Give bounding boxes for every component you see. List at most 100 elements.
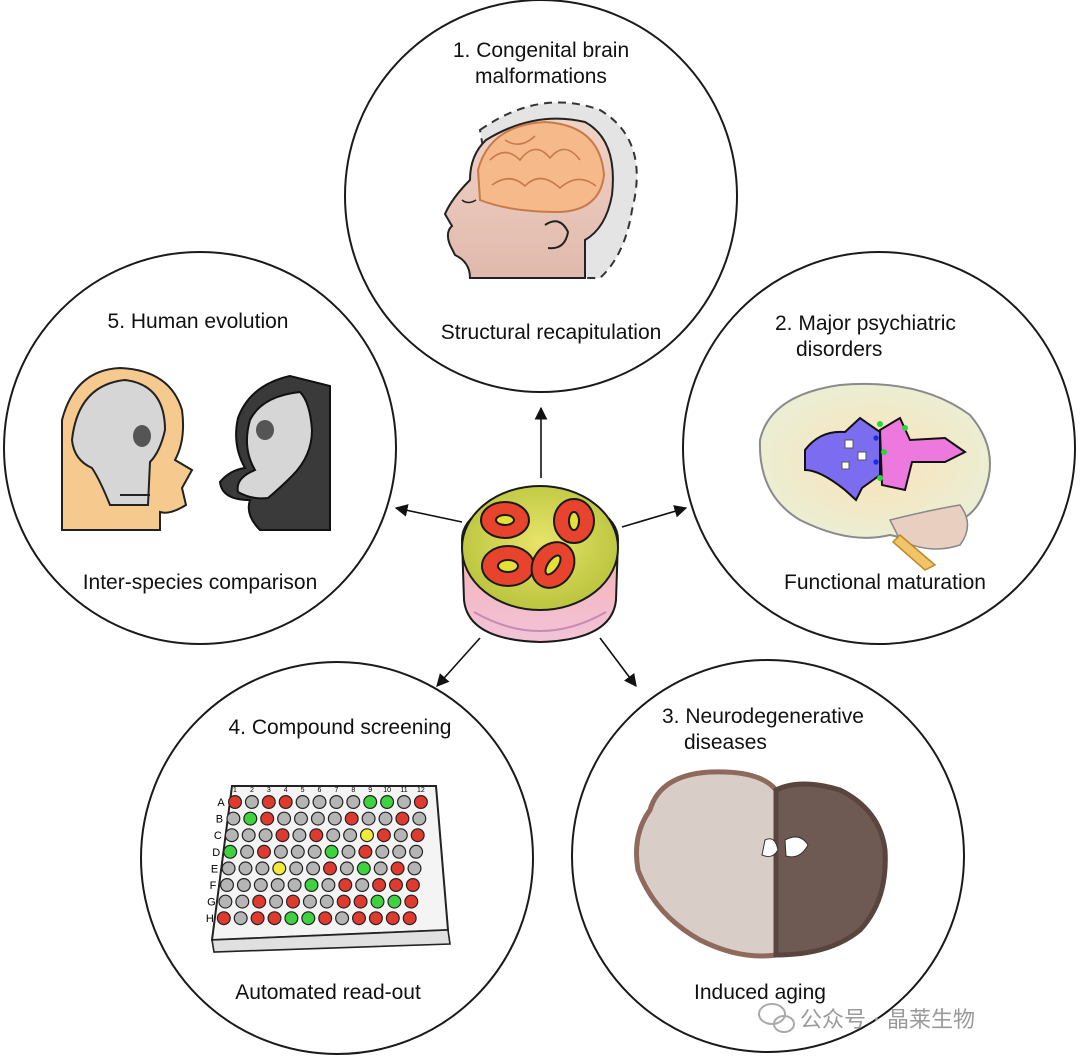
plate-well (272, 861, 287, 876)
plate-well (335, 911, 350, 926)
arrow-to-panel-4 (436, 637, 481, 687)
plate-well (270, 877, 285, 892)
plate-well (233, 911, 248, 926)
panel-1-title-line1: 1. Congenital brain (452, 39, 630, 62)
wechat-logo-icon (758, 1003, 795, 1033)
plate-well (395, 811, 410, 826)
plate-col-label: 2 (250, 787, 254, 794)
plate-well (290, 844, 305, 859)
plate-well (380, 794, 395, 809)
plate-well (236, 877, 251, 892)
plate-well (260, 811, 275, 826)
plate-well (275, 828, 290, 843)
plate-well (307, 844, 322, 859)
plate-well (376, 828, 391, 843)
plate-well (306, 861, 321, 876)
watermark-text: 公众号 · 晶莱生物 (800, 1008, 975, 1033)
arrows (394, 406, 688, 688)
plate-well (228, 794, 243, 809)
plate-well (361, 811, 376, 826)
plate-well (277, 811, 292, 826)
plate-well (360, 828, 375, 843)
plate-well (240, 844, 255, 859)
plate-well (312, 794, 327, 809)
panel-3-title-line1: 3. Neurodegenerative (662, 705, 864, 728)
plate-well (226, 811, 241, 826)
panel-4-title: 4. Compound screening (228, 716, 452, 739)
plate-well (339, 861, 354, 876)
plate-col-label: 7 (334, 787, 338, 794)
plate-well (356, 861, 371, 876)
plate-row-label: G (207, 897, 216, 909)
plate-well (216, 911, 231, 926)
plate-well (289, 861, 304, 876)
arrow-to-panel-2 (621, 505, 688, 528)
plate-well (410, 828, 425, 843)
plate-row-label: C (214, 830, 222, 842)
plate-well (378, 811, 393, 826)
plate-well (372, 877, 387, 892)
plate-well (255, 861, 270, 876)
plate-well (295, 794, 310, 809)
plate-well (287, 877, 302, 892)
plate-well (238, 861, 253, 876)
plate-well (412, 811, 427, 826)
plate-col-label: 8 (351, 787, 355, 794)
plate-well (258, 828, 273, 843)
arrow-to-panel-5 (394, 504, 463, 523)
plate-well (409, 844, 424, 859)
plate-well (389, 877, 404, 892)
plate-well (301, 911, 316, 926)
arrow-to-panel-3 (599, 637, 637, 688)
plate-well (327, 811, 342, 826)
plate-row-label: E (211, 863, 218, 875)
plate-row-label: B (216, 814, 223, 826)
plate-well (294, 811, 309, 826)
coronal-brain-slices-illustration (634, 769, 888, 959)
plate-well (257, 844, 272, 859)
plate-well (273, 844, 288, 859)
plate-well (363, 794, 378, 809)
plate-well (243, 811, 258, 826)
plate-well (321, 877, 336, 892)
panel-3-title-line2: diseases (684, 731, 767, 754)
plate-well (336, 894, 351, 909)
plate-well (392, 844, 407, 859)
panel-2-title-line1: 2. Major psychiatric (775, 312, 956, 335)
plate-well (284, 911, 299, 926)
panel-5-caption: Inter-species comparison (82, 571, 318, 594)
plate-well (338, 877, 353, 892)
plate-well (253, 877, 268, 892)
plate-well (269, 894, 284, 909)
plate-well (286, 894, 301, 909)
plate-row-label: F (210, 880, 217, 892)
plate-well (329, 794, 344, 809)
plate-wells (216, 794, 428, 926)
plate-col-label: 12 (417, 787, 425, 794)
plate-well (220, 877, 235, 892)
plate-col-label: 5 (301, 787, 305, 794)
panel-5-title: 5. Human evolution (107, 310, 289, 333)
plate-well (252, 894, 267, 909)
plate-row-label: H (206, 913, 214, 925)
plate-well (385, 911, 400, 926)
plate-well (323, 861, 338, 876)
organoid-icon (460, 485, 620, 644)
plate-well (292, 828, 307, 843)
panel-3-caption: Induced aging (694, 981, 826, 1004)
plate-well (241, 828, 256, 843)
plate-well (393, 828, 408, 843)
plate-well (344, 811, 359, 826)
plate-well (278, 794, 293, 809)
plate-well (370, 894, 385, 909)
plate-well (407, 861, 422, 876)
panel-1-caption: Structural recapitulation (440, 321, 662, 344)
panel-2-title-line2: disorders (796, 338, 883, 361)
brain-synapse-illustration (758, 382, 991, 571)
plate-well (353, 894, 368, 909)
plate-well (405, 877, 420, 892)
